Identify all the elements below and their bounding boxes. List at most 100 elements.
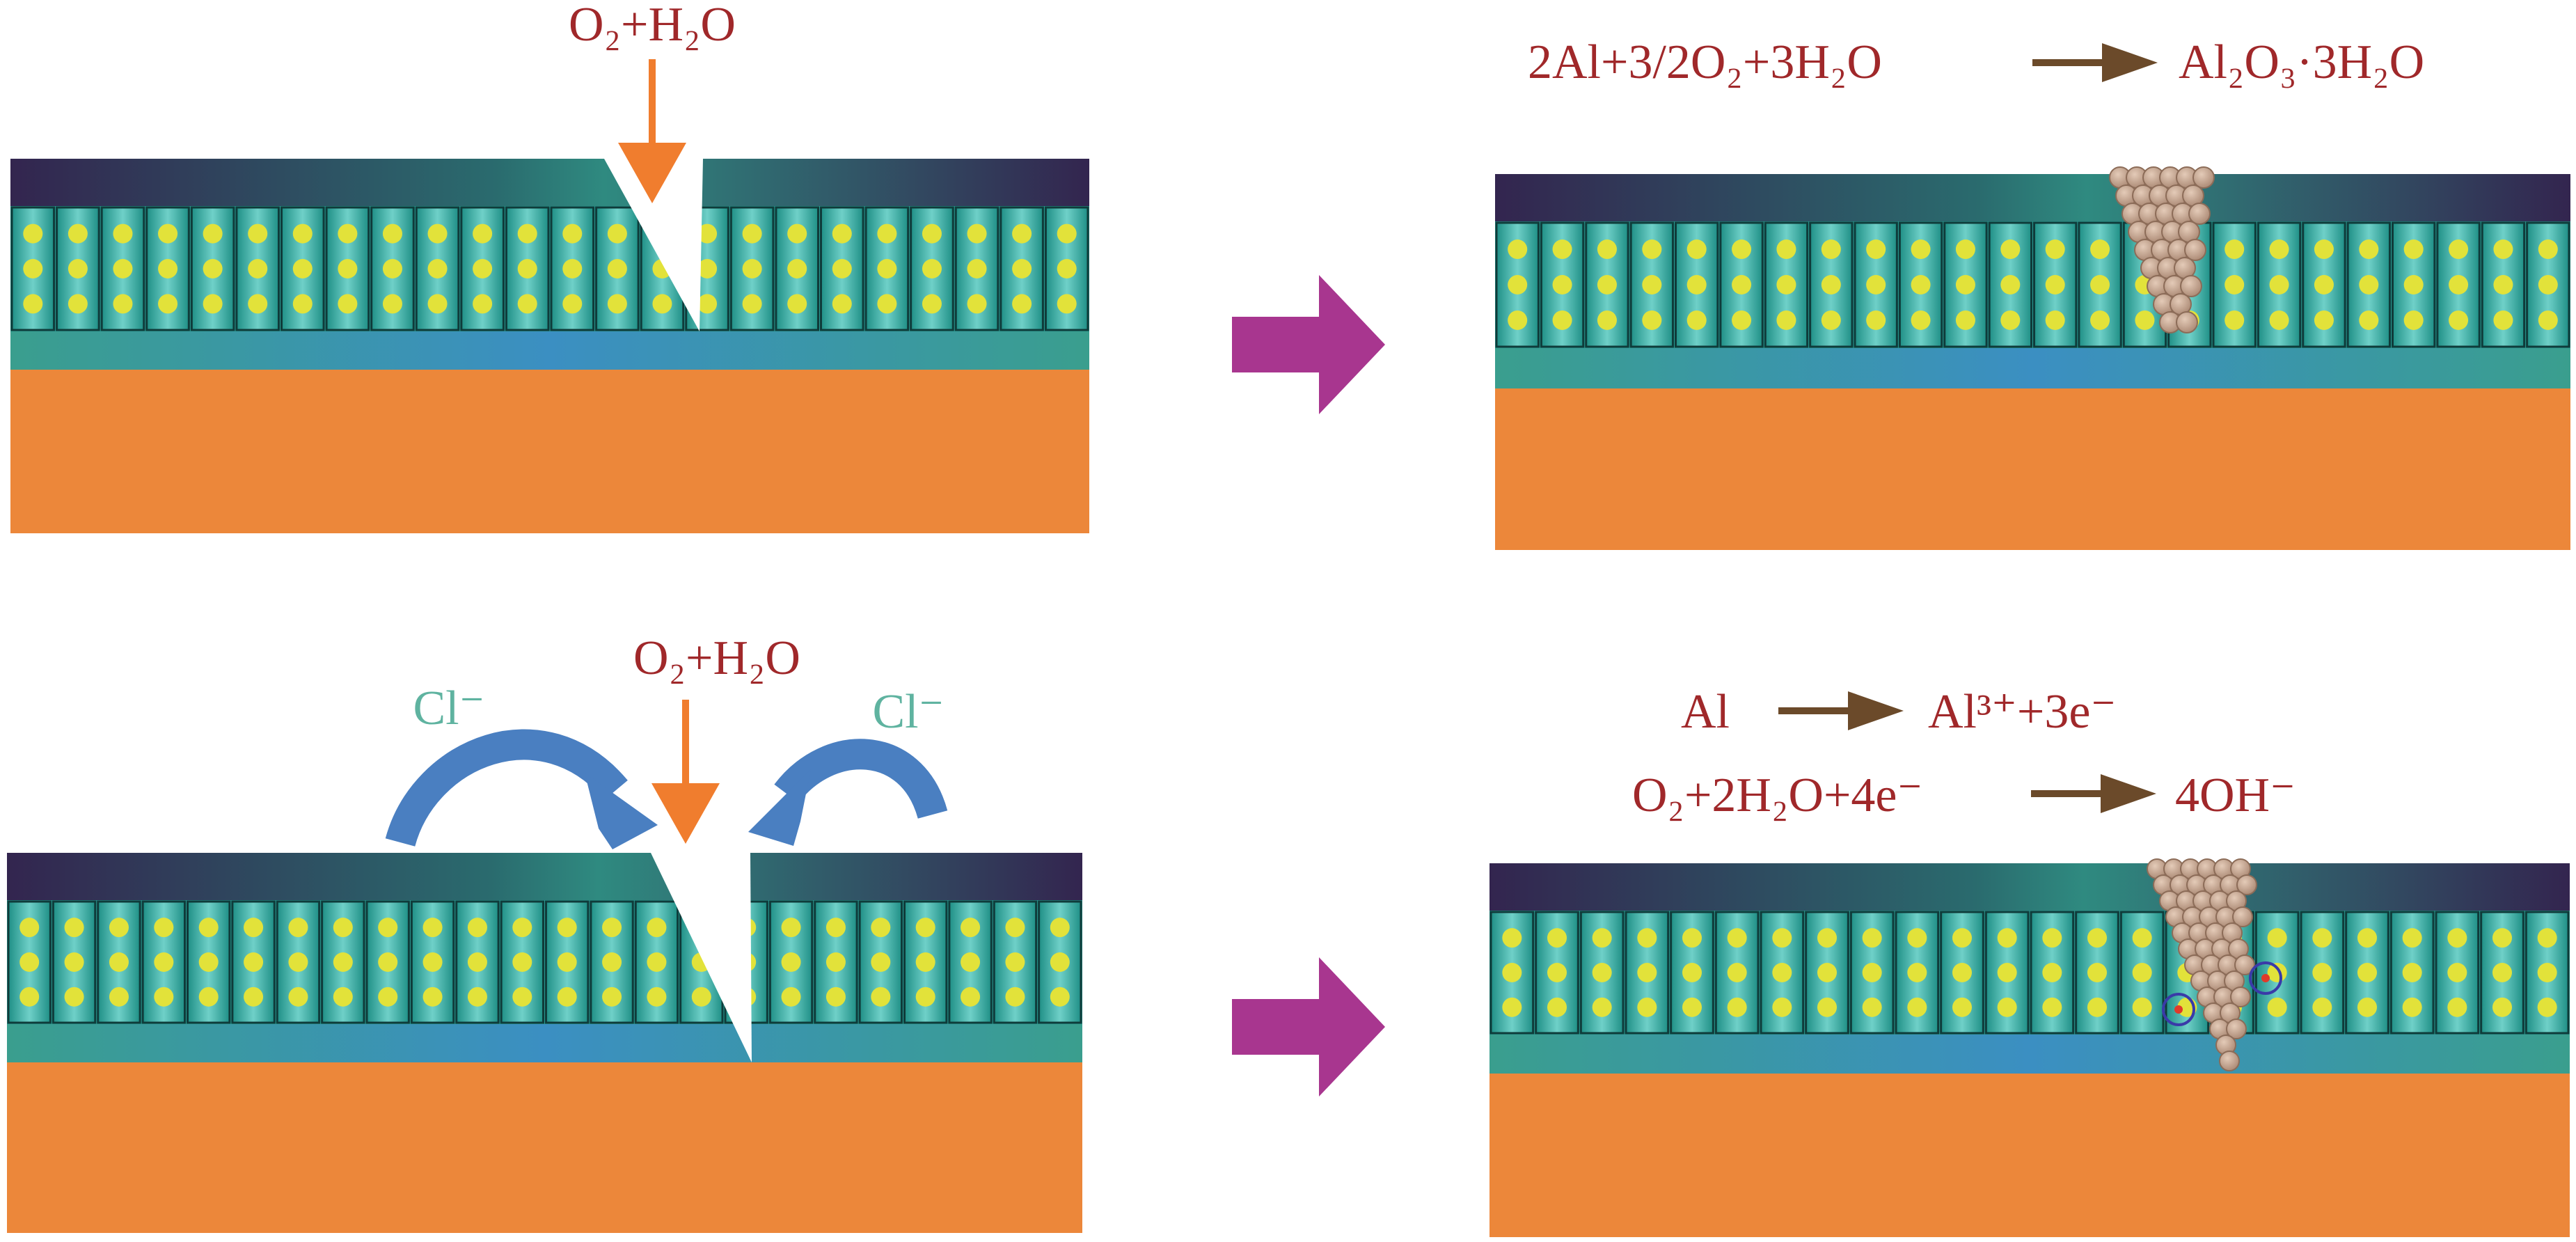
sealant-dot bbox=[288, 952, 308, 972]
sealant-dot bbox=[2449, 239, 2469, 260]
sealant-dot bbox=[1637, 997, 1657, 1017]
sealant-dot bbox=[1686, 239, 1707, 260]
reaction-arrow-cathodic bbox=[2031, 774, 2156, 813]
sealant-dot bbox=[967, 259, 987, 278]
sealant-dot bbox=[1057, 294, 1077, 314]
sealant-dot bbox=[23, 294, 43, 314]
sealant-dot bbox=[517, 223, 537, 244]
reactants-label-bottom: O₂+H₂O bbox=[633, 631, 800, 685]
sealant-dot bbox=[1597, 275, 1617, 294]
electron-dot bbox=[2261, 974, 2270, 982]
sealant-dot bbox=[562, 223, 583, 244]
sealant-dot bbox=[1682, 928, 1702, 948]
sealant-dot bbox=[2493, 275, 2513, 294]
sealant-dot bbox=[2402, 997, 2422, 1017]
sealant-dot bbox=[1050, 952, 1070, 972]
sealant-dot bbox=[68, 259, 88, 278]
sealant-dot bbox=[2045, 275, 2065, 294]
sealant-dot bbox=[288, 918, 308, 938]
sealant-dot bbox=[825, 952, 846, 972]
sealant-dot bbox=[691, 986, 711, 1007]
reaction-arrow-top bbox=[2032, 43, 2158, 82]
sealant-dot bbox=[2538, 310, 2558, 330]
corrosion-product bbox=[2188, 203, 2211, 225]
sealant-dot bbox=[2537, 928, 2557, 948]
sealant-dot bbox=[1727, 963, 1747, 982]
sealant-dot bbox=[922, 259, 942, 278]
sealant-dot bbox=[647, 918, 667, 938]
sealant-dot bbox=[2267, 963, 2287, 982]
sealant-dot bbox=[877, 259, 897, 278]
sealant-dot bbox=[2447, 997, 2467, 1017]
reaction-arrow-anodic bbox=[1778, 691, 1904, 730]
sealant-dot bbox=[742, 294, 762, 314]
sealant-dot bbox=[1012, 294, 1032, 314]
sealant-dot bbox=[2087, 928, 2107, 948]
sealant-dot bbox=[2492, 997, 2512, 1017]
sealant-dot bbox=[1012, 223, 1032, 244]
sealant-dot bbox=[1732, 310, 1752, 330]
cathodic-reaction-lhs: O₂+2H₂O+4e⁻ bbox=[1632, 769, 1922, 822]
sealant-dot bbox=[2225, 239, 2245, 260]
sealant-dot bbox=[2357, 963, 2377, 982]
sealant-dot bbox=[378, 918, 398, 938]
sealant-dot bbox=[113, 223, 133, 244]
sealant-dot bbox=[473, 259, 493, 278]
reactants-label-top: O₂+H₂O bbox=[569, 0, 736, 52]
sealant-dot bbox=[1005, 918, 1025, 938]
sealant-dot bbox=[2537, 963, 2557, 982]
sealant-dot bbox=[1637, 928, 1657, 948]
sealant-dot bbox=[422, 952, 443, 972]
sealant-dot bbox=[2090, 239, 2110, 260]
anodic-reaction-lhs: Al bbox=[1681, 685, 1730, 739]
sealant-dot bbox=[2403, 310, 2424, 330]
sealant-dot bbox=[1817, 963, 1837, 982]
sealant-dot bbox=[1057, 223, 1077, 244]
sealant-dot bbox=[2359, 239, 2379, 260]
sealant-dot bbox=[2135, 310, 2155, 330]
sealant-dot bbox=[1642, 275, 1662, 294]
sealant-dot bbox=[647, 986, 667, 1007]
sealant-dot bbox=[1050, 986, 1070, 1007]
sealant-dot bbox=[2359, 275, 2379, 294]
sealant-dot bbox=[1547, 963, 1567, 982]
sealant-dot bbox=[2090, 275, 2110, 294]
sealant-dot bbox=[787, 223, 807, 244]
sealant-dot bbox=[2225, 310, 2245, 330]
sealant-dot bbox=[967, 294, 987, 314]
corrosion-product bbox=[2180, 275, 2202, 297]
sealant-dot bbox=[2312, 997, 2332, 1017]
sealant-dot bbox=[1508, 310, 1528, 330]
sealant-dot bbox=[1952, 928, 1972, 948]
sealant-dot bbox=[198, 918, 219, 938]
sealant-dot bbox=[742, 223, 762, 244]
sealant-dot bbox=[2449, 275, 2469, 294]
sealant-dot bbox=[292, 259, 313, 278]
sealant-dot bbox=[1050, 918, 1070, 938]
sealant-dot bbox=[382, 259, 402, 278]
sealant-dot bbox=[647, 952, 667, 972]
sealant-dot bbox=[109, 918, 129, 938]
sealant-dot bbox=[2225, 275, 2245, 294]
sealant-dot bbox=[64, 986, 84, 1007]
sealant-dot bbox=[742, 259, 762, 278]
sealant-dot bbox=[1642, 239, 1662, 260]
scratch-defect bbox=[604, 159, 703, 331]
sealant-dot bbox=[1597, 239, 1617, 260]
anodic-reaction-rhs: Al³⁺+3e⁻ bbox=[1928, 685, 2116, 739]
sealant-dot bbox=[1686, 310, 1707, 330]
sealant-dot bbox=[1821, 310, 1841, 330]
porous-oxide-layer bbox=[10, 206, 1089, 331]
sealant-dot bbox=[1732, 239, 1752, 260]
sealant-dot bbox=[473, 223, 493, 244]
sealant-dot bbox=[1012, 259, 1032, 278]
sealant-dot bbox=[2403, 275, 2424, 294]
sealant-dot bbox=[382, 294, 402, 314]
sealant-dot bbox=[2267, 928, 2287, 948]
sealant-dot bbox=[1642, 310, 1662, 330]
electron-ring bbox=[2162, 993, 2195, 1026]
sealant-dot bbox=[1776, 310, 1796, 330]
sealant-dot bbox=[2357, 997, 2377, 1017]
aluminum-substrate bbox=[1495, 388, 2570, 550]
sealant-dot bbox=[68, 223, 88, 244]
